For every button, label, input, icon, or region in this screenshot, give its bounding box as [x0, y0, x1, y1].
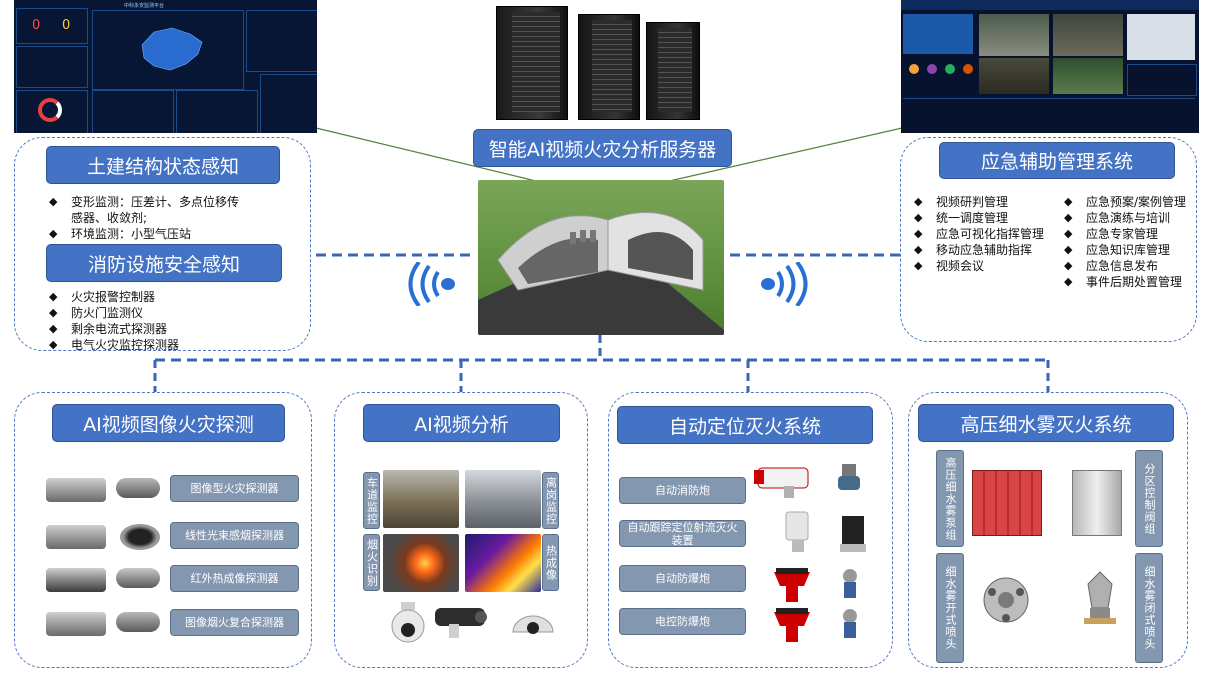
auto-extinguish-panel [608, 392, 893, 668]
list-item: 应急可视化指挥管理 [912, 226, 1048, 242]
water-mist-panel [908, 392, 1188, 668]
list-item: 电气火灾监控探测器 [47, 337, 267, 353]
list-item: 移动应急辅助指挥 [912, 242, 1048, 258]
list-item: 应急信息发布 [1062, 258, 1198, 274]
detector-camera-icon [46, 568, 106, 592]
list-item: 应急专家管理 [1062, 226, 1198, 242]
list-item: 应急演练与培训 [1062, 210, 1198, 226]
dashboard-title: 中科永安监测平台 [124, 3, 165, 9]
detector-camera-icon [46, 478, 106, 502]
detector-item: 图像型火灾探测器 [170, 475, 299, 502]
extinguish-item: 自动防爆炮 [619, 565, 746, 592]
list-item: 变形监测：压差计、多点位移传感器、收敛剂; [47, 194, 247, 226]
list-item: 事件后期处置管理 [1062, 274, 1198, 290]
emergency-list-col2: 应急预案/案例管理 应急演练与培训 应急专家管理 应急知识库管理 应急信息发布 … [1062, 194, 1198, 290]
ai-analysis-header: AI视频分析 [363, 404, 560, 442]
list-item: 视频研判管理 [912, 194, 1048, 210]
alarm-count-2: 0 [62, 18, 71, 33]
beam-detector-icon [120, 524, 160, 550]
list-item: 火灾报警控制器 [47, 289, 267, 305]
tunnel-image [478, 180, 724, 335]
fire-facility-header: 消防设施安全感知 [46, 244, 282, 282]
thermal-image [465, 534, 541, 592]
camera-devices-icon [391, 602, 554, 643]
list-item: 统一调度管理 [912, 210, 1048, 226]
emergency-list-col1: 视频研判管理 统一调度管理 应急可视化指挥管理 移动应急辅助指挥 视频会议 [912, 194, 1048, 274]
list-item: 剩余电流式探测器 [47, 321, 267, 337]
smoke-fire-label: 烟火识别 [363, 534, 380, 591]
monitoring-dashboard-right [901, 0, 1199, 133]
detector-camera-icon [46, 525, 106, 549]
composite-camera-icon [116, 612, 160, 632]
extinguish-item: 自动跟踪定位射流灭火装置 [619, 520, 746, 547]
wireless-signal-icon-right [761, 262, 808, 306]
china-map-icon [141, 27, 203, 71]
ai-detection-panel [14, 392, 312, 668]
ai-detection-header: AI视频图像火灾探测 [52, 404, 285, 442]
extinguish-item: 电控防爆炮 [619, 608, 746, 635]
alarm-count-1: 0 [32, 18, 41, 33]
lane-monitor-image [383, 470, 459, 528]
fire-cannon-devices-icon [754, 464, 866, 642]
detector-item: 红外热成像探测器 [170, 565, 299, 592]
emergency-header: 应急辅助管理系统 [939, 142, 1175, 179]
zone-valve-label: 分区控制阀组 [1135, 450, 1163, 547]
pump-set-image [972, 470, 1042, 536]
water-mist-header: 高压细水雾灭火系统 [918, 404, 1174, 442]
server-title: 智能AI视频火灾分析服务器 [473, 129, 732, 167]
smoke-fire-image [383, 534, 459, 592]
extinguish-item: 自动消防炮 [619, 477, 746, 504]
server-rack-image [496, 6, 736, 124]
open-nozzle-icon [983, 577, 1029, 623]
detector-item: 线性光束感烟探测器 [170, 522, 299, 549]
civil-structure-header: 土建结构状态感知 [46, 146, 280, 184]
list-item: 视频会议 [912, 258, 1048, 274]
gauge-ring [38, 98, 62, 122]
valve-cabinet-image [1072, 470, 1122, 536]
wireless-signal-icon-left [408, 262, 455, 306]
thermal-camera-icon [116, 568, 160, 588]
list-item: 应急知识库管理 [1062, 242, 1198, 258]
list-item: 环境监测：小型气压站 [47, 226, 247, 242]
lane-monitor-label: 车道监控 [363, 472, 380, 529]
civil-structure-list: 变形监测：压差计、多点位移传感器、收敛剂; 环境监测：小型气压站 [47, 194, 247, 242]
bullet-camera-icon [116, 478, 160, 498]
fire-facility-list: 火灾报警控制器 防火门监测仪 剩余电流式探测器 电气火灾监控探测器 [47, 289, 267, 353]
thermal-label: 热成像 [542, 534, 559, 591]
post-monitor-image [465, 470, 541, 528]
detector-camera-icon [46, 612, 106, 636]
closed-nozzle-label: 细水雾闭式喷头 [1135, 553, 1163, 663]
post-monitor-label: 离岗监控 [542, 472, 559, 529]
monitoring-dashboard-left: 中科永安监测平台 0 0 [14, 0, 317, 133]
list-item: 防火门监测仪 [47, 305, 267, 321]
detector-item: 图像烟火复合探测器 [170, 609, 299, 636]
open-nozzle-label: 细水雾开式喷头 [936, 553, 964, 663]
auto-extinguish-header: 自动定位灭火系统 [617, 406, 873, 444]
pump-set-label: 高压细水雾泵组 [936, 450, 964, 547]
list-item: 应急预案/案例管理 [1062, 194, 1198, 210]
ai-analysis-panel [334, 392, 588, 668]
closed-nozzle-icon [1084, 571, 1116, 624]
